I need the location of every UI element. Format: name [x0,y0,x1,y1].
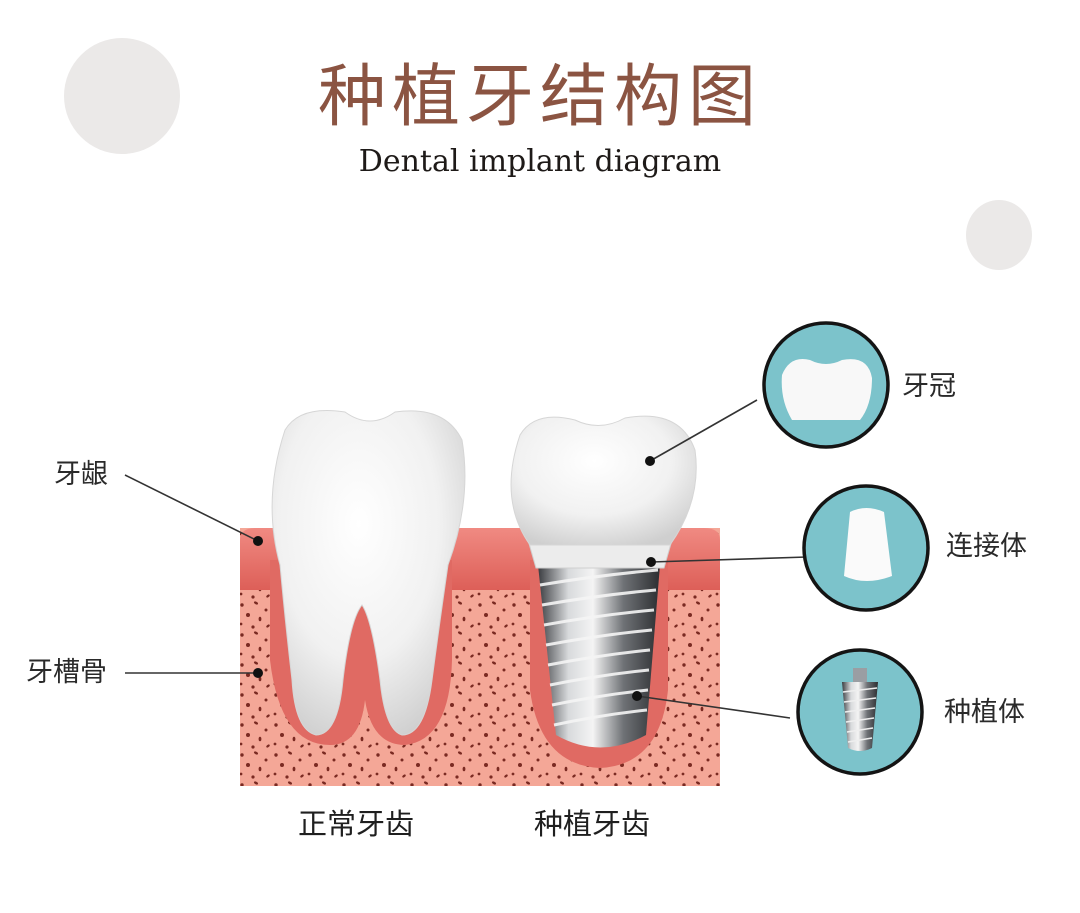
implant-screw-icon [842,668,878,751]
crown-badge [762,321,890,449]
label-gum: 牙龈 [54,459,108,490]
abutment-badge [802,484,930,612]
caption-normal-tooth: 正常牙齿 [298,807,415,841]
page-title: 种植牙结构图 [317,58,762,137]
implant-crown-illustration [510,415,697,546]
decorative-circle-right [966,200,1032,270]
abutment-icon [844,508,892,581]
page-subtitle: Dental implant diagram [358,144,722,179]
label-alveolar-bone: 牙槽骨 [26,657,107,688]
crown-icon [781,359,872,420]
implant-screw-illustration [527,539,673,748]
label-abutment: 连接体 [946,531,1027,562]
natural-tooth-illustration [271,409,466,736]
caption-implant-tooth: 种植牙齿 [534,807,651,841]
label-implant: 种植体 [944,697,1025,728]
implant-badge [796,648,924,776]
decorative-circle-top-left [64,38,180,154]
label-crown: 牙冠 [902,371,956,402]
